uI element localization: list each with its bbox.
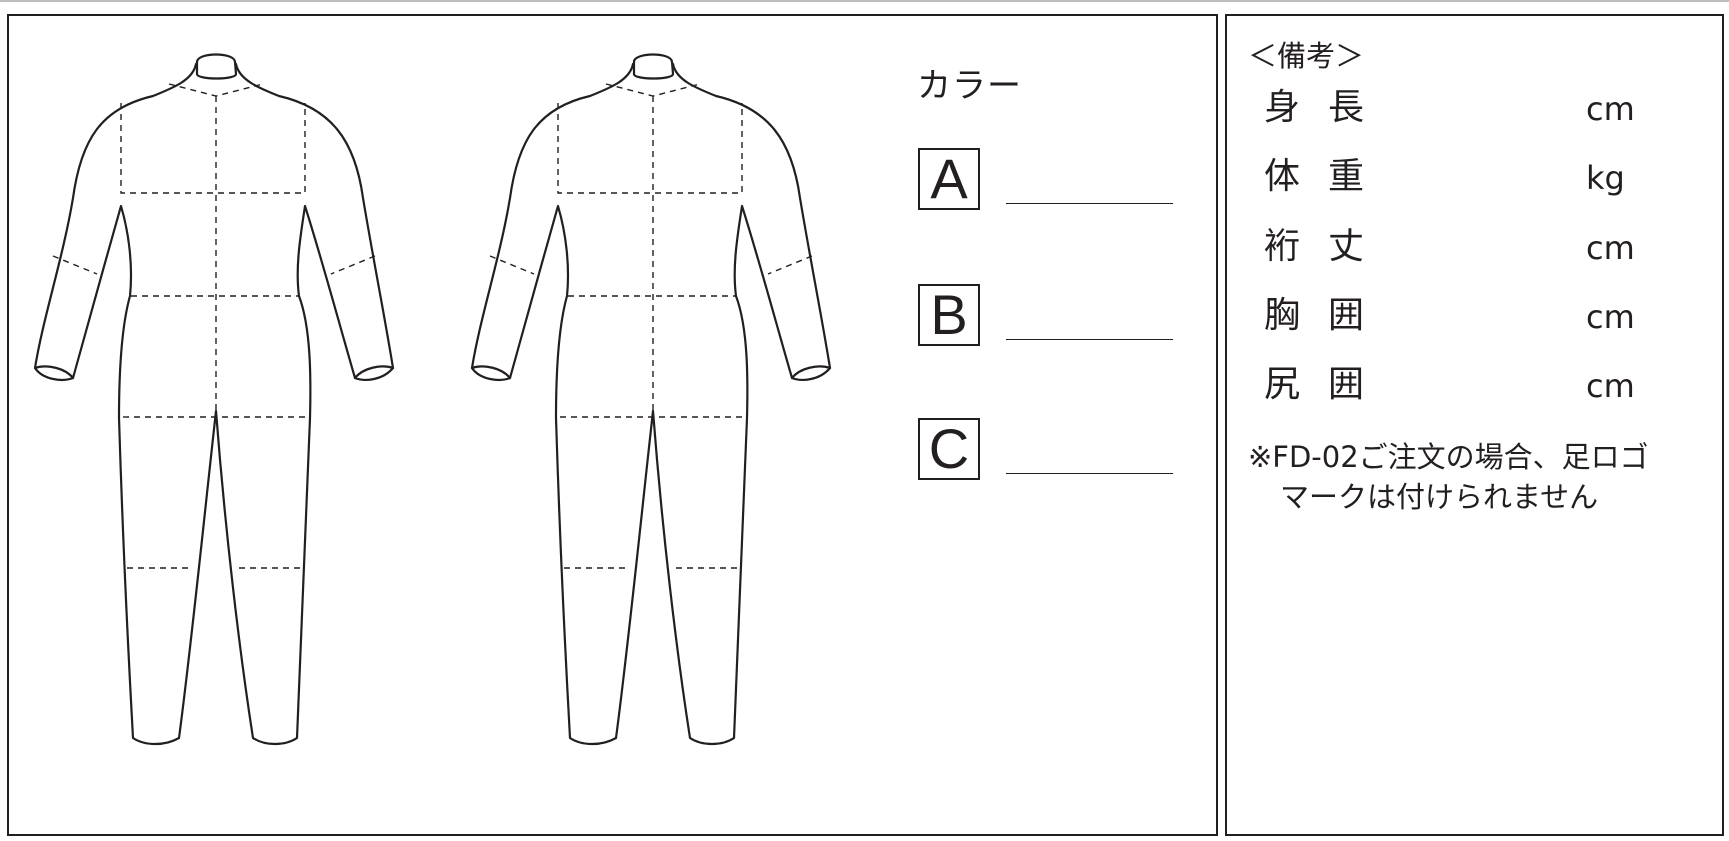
suit-front-diagram [33,53,395,746]
left-cuff [33,365,75,380]
notes-heading: ＜備考＞ [1248,39,1365,73]
measurement-label: 体重 [1264,156,1393,197]
swatch-letter-box: C [918,418,980,480]
measurement-row-height: 身長 cm [1264,86,1644,130]
measurement-unit: cm [1586,298,1635,336]
order-note-line-2: マークは付けられません [1280,480,1599,514]
measurement-unit: cm [1586,90,1635,128]
color-swatch-a: A [918,148,1173,212]
suit-body-outline [33,62,395,746]
measurement-row-sleeve: 裄丈 cm [1264,225,1644,269]
measurement-label: 裄丈 [1264,226,1393,267]
swatch-letter-box: A [918,148,980,210]
order-note-line-1: ※FD-02ご注文の場合、足ロゴ [1248,440,1649,474]
suit-body-outline [470,62,832,746]
color-entry-line[interactable] [1006,203,1173,204]
order-note: ※FD-02ご注文の場合、足ロゴ マークは付けられません [1248,437,1708,517]
left-cuff [470,365,512,380]
measurement-label: 尻囲 [1264,364,1393,405]
right-cuff [353,365,395,380]
color-swatch-b: B [918,284,1173,348]
seam-lines [489,83,813,569]
notes-panel [1225,14,1724,836]
suit-outline [33,53,395,746]
collar-outline [195,53,238,80]
measurement-unit: kg [1586,159,1625,197]
measurement-label: 胸囲 [1264,295,1393,336]
color-entry-line[interactable] [1006,473,1173,474]
right-cuff [790,365,832,380]
suit-back-diagram [470,53,832,746]
swatch-letter-box: B [918,284,980,346]
measurement-unit: cm [1586,367,1635,405]
color-section-title: カラー [917,66,1022,106]
seam-lines [52,83,376,569]
suit-outline [470,53,832,746]
collar-outline [632,53,675,80]
color-swatch-c: C [918,418,1173,482]
measurement-label: 身長 [1264,87,1393,128]
top-divider [0,0,1729,2]
color-entry-line[interactable] [1006,339,1173,340]
measurement-row-hip: 尻囲 cm [1264,363,1644,407]
measurement-row-weight: 体重 kg [1264,155,1644,199]
measurement-unit: cm [1586,229,1635,267]
measurement-row-chest: 胸囲 cm [1264,294,1644,338]
